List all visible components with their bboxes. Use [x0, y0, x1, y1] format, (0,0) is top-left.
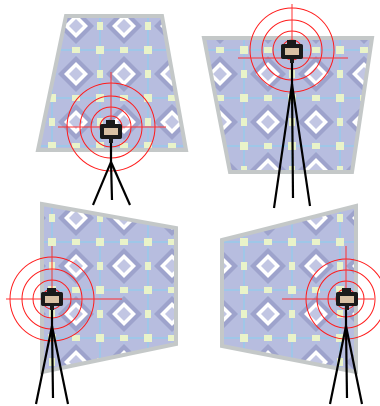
pattern-screen-icon [222, 206, 356, 372]
panel-4 [222, 206, 380, 404]
panel-1 [38, 16, 186, 205]
panel-3 [6, 204, 176, 404]
pattern-screen-icon [42, 204, 176, 372]
panel-2 [204, 4, 372, 208]
